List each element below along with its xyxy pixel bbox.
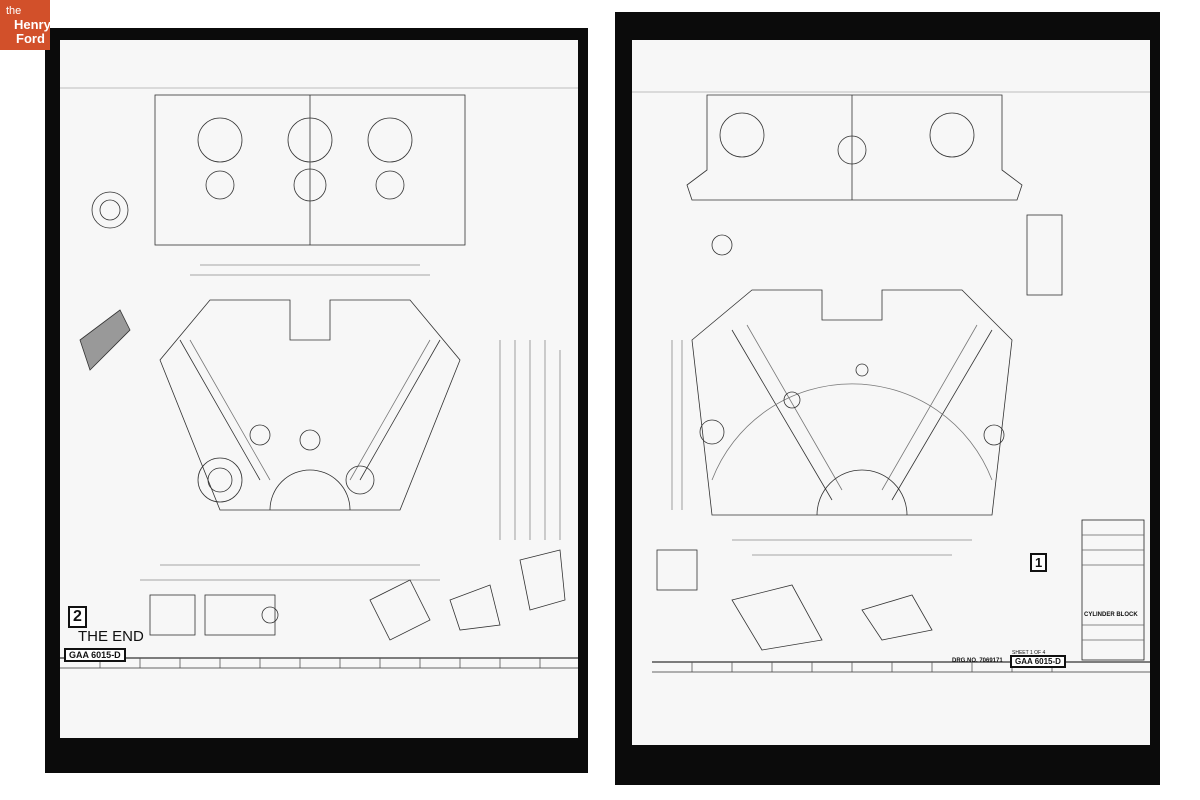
left-drawing-sheet: 2 THE END GAA 6015-D — [60, 40, 578, 738]
drawing-code: GAA 6015-D — [1010, 655, 1066, 668]
sheet-number-badge: 1 — [1030, 553, 1048, 572]
left-engineering-drawing — [60, 87, 578, 669]
drawing-code: GAA 6015-D — [64, 648, 126, 662]
sheet-of: SHEET 1 OF 4 — [1012, 650, 1046, 656]
right-drawing-sheet: 1 CYLINDER BLOCK SHEET 1 OF 4 DRG.NO. 70… — [632, 40, 1150, 745]
drawing-number: DRG.NO. 7069171 — [952, 658, 1003, 664]
end-note: THE END — [78, 628, 144, 645]
henry-ford-logo: the Henry Ford — [0, 0, 51, 50]
sheet-number-badge: 2 — [68, 606, 87, 628]
drawing-title: CYLINDER BLOCK — [1084, 612, 1138, 618]
right-engineering-drawing — [632, 91, 1150, 673]
